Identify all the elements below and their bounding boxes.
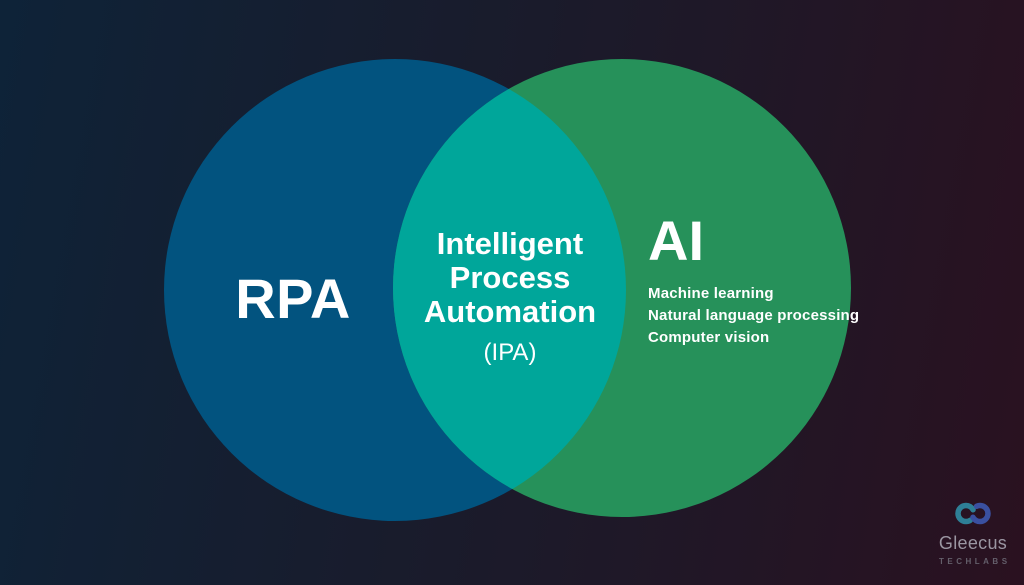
- ai-capability-nlp: Natural language processing: [648, 307, 860, 324]
- brand-name: Gleecus: [938, 533, 1008, 553]
- infinity-logo-icon: [955, 502, 991, 525]
- ipa-overlap-lens: [393, 59, 626, 517]
- rpa-label: RPA: [235, 267, 351, 330]
- ai-label: AI: [648, 209, 704, 272]
- ipa-abbreviation: (IPA): [483, 339, 537, 366]
- ai-capability-machine-learning: Machine learning: [648, 285, 774, 302]
- ipa-title: Intelligent Process Automation: [423, 226, 597, 329]
- ai-capability-computer-vision: Computer vision: [648, 329, 770, 346]
- brand-logo: Gleecus TECHLABS: [928, 500, 1018, 566]
- brand-tagline: TECHLABS: [938, 557, 1011, 566]
- ai-capabilities-list: Machine learning Natural language proces…: [648, 283, 859, 349]
